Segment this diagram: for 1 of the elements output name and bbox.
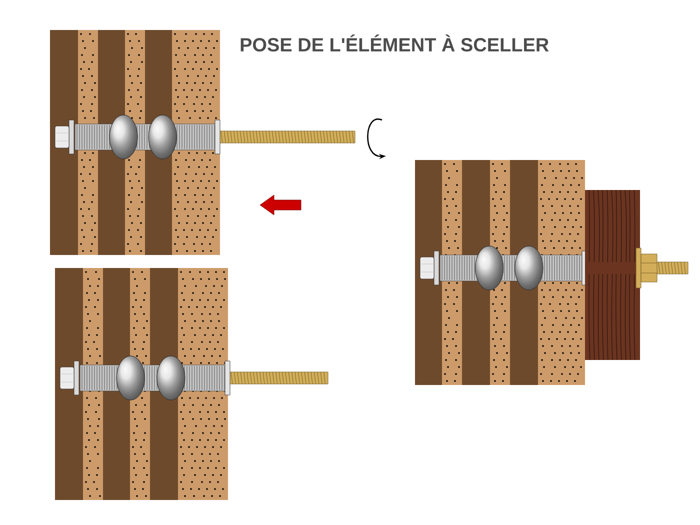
title: POSE DE L'ÉLÉMENT À SCELLER bbox=[240, 34, 549, 52]
